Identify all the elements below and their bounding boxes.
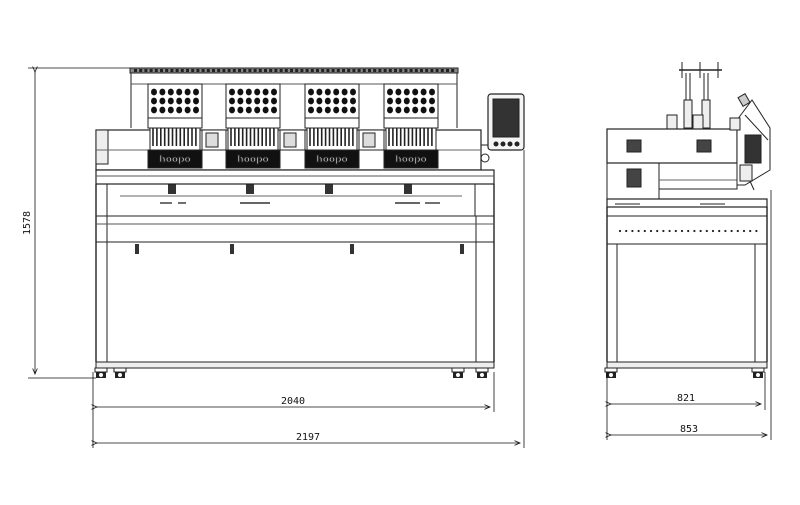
caster (113, 367, 127, 378)
side-thread-stand (666, 62, 722, 130)
embroidery-heads: hoopo hoopo hoopo hoopo (147, 83, 439, 194)
dim-height-label: 1578 (22, 211, 33, 235)
dim-frame-width-label: 2040 (281, 396, 305, 407)
dimension-lines (28, 68, 772, 448)
front-feet (94, 367, 489, 378)
brand-logo: hoopo (237, 155, 268, 165)
hoop-frame (106, 183, 476, 217)
front-view: hoopo hoopo hoopo hoopo (94, 67, 525, 378)
side-table (606, 198, 768, 208)
dim-overall-width-label: 2197 (296, 432, 320, 443)
side-needle-head (729, 92, 771, 191)
brand-logo: hoopo (316, 155, 347, 165)
embroidery-head: hoopo (225, 83, 306, 194)
main-frame (95, 184, 495, 369)
caster (451, 367, 465, 378)
caster (475, 367, 489, 378)
side-view (604, 62, 771, 378)
embroidery-head: hoopo (147, 83, 227, 194)
brand-logo: hoopo (159, 155, 190, 165)
embroidery-head: hoopo (383, 83, 439, 194)
dim-side-inner-label: 821 (677, 393, 695, 404)
table-top (95, 169, 495, 185)
embroidery-head: hoopo (304, 83, 385, 194)
brand-logo: hoopo (395, 155, 426, 165)
dim-side-outer-label: 853 (680, 424, 698, 435)
caster (751, 367, 765, 378)
side-feet (604, 367, 765, 378)
caster (94, 367, 108, 378)
control-panel (480, 93, 525, 163)
caster (604, 367, 618, 378)
